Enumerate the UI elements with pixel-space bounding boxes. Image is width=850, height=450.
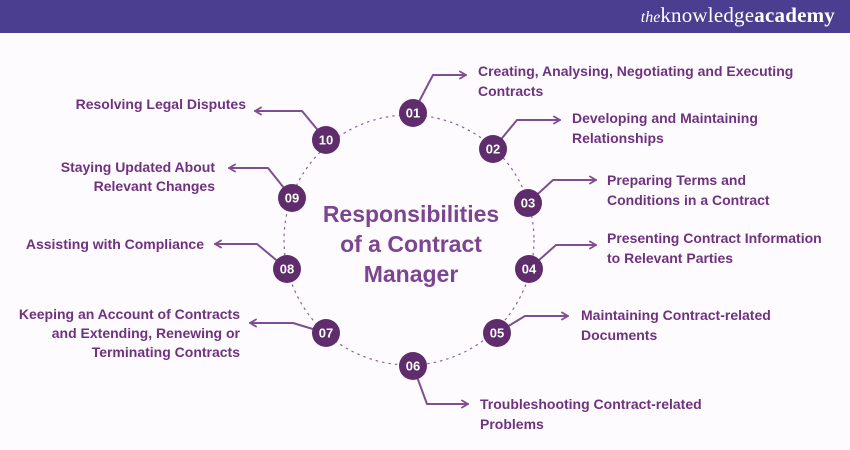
item-label-08: Assisting with Compliance	[26, 234, 204, 254]
node-circle-07	[312, 319, 340, 347]
logo-knowledge: knowledge	[660, 3, 755, 27]
node-circle-06	[399, 352, 427, 380]
node-number-03: 03	[521, 196, 535, 211]
title-line: of a Contract	[340, 231, 482, 257]
node-circle-02	[479, 135, 507, 163]
logo-academy: academy	[754, 3, 835, 27]
node-circle-09	[278, 184, 306, 212]
item-label-05: Maintaining Contract-related Documents	[581, 305, 771, 345]
node-circle-05	[483, 319, 511, 347]
item-label-line: Documents	[581, 327, 658, 343]
node-number-05: 05	[490, 326, 504, 341]
diagram-title: Responsibilities of a Contract Manager	[271, 199, 551, 289]
node-circle-08	[273, 255, 301, 283]
item-label-line: Troubleshooting Contract-related	[480, 396, 702, 412]
node-number-09: 09	[285, 191, 299, 206]
node-number-08: 08	[280, 262, 294, 277]
item-label-line: Relationships	[572, 130, 664, 146]
title-line: Responsibilities	[322, 201, 500, 227]
knowledge-academy-logo: theknowledgeacademy	[641, 0, 835, 34]
item-label-line: Creating, Analysing, Negotiating and Exe…	[478, 63, 794, 79]
item-label-line: Presenting Contract Information	[607, 230, 822, 246]
item-label-06: Troubleshooting Contract-related Problem…	[480, 394, 702, 434]
item-label-line: Staying Updated About	[60, 159, 215, 175]
item-label-line: to Relevant Parties	[607, 250, 734, 266]
connector-arrow-01	[412, 70, 467, 114]
node-number-04: 04	[522, 262, 537, 277]
node-circle-10	[312, 126, 340, 154]
item-label-line: Keeping an Account of Contracts	[18, 306, 240, 322]
item-label-07: Keeping an Account of Contracts and Exte…	[19, 305, 240, 362]
node-circle-03	[514, 189, 542, 217]
item-label-09: Staying Updated About Relevant Changes	[61, 158, 215, 196]
item-label-line: and Extending, Renewing or	[51, 325, 240, 341]
title-line: Manager	[363, 261, 459, 287]
brand-banner: theknowledgeacademy	[0, 0, 850, 33]
logo-the: the	[640, 9, 661, 26]
item-label-line: Preparing Terms and	[607, 172, 747, 188]
item-label-line: Maintaining Contract-related	[581, 307, 771, 323]
item-label-line: Terminating Contracts	[91, 344, 240, 360]
item-label-line: Conditions in a Contract	[607, 192, 770, 208]
item-label-01: Creating, Analysing, Negotiating and Exe…	[478, 61, 793, 101]
item-label-line: Resolving Legal Disputes	[75, 96, 246, 112]
node-circle-01	[399, 99, 427, 127]
item-label-line: Problems	[480, 416, 544, 432]
item-label-03: Preparing Terms and Conditions in a Cont…	[607, 170, 770, 210]
item-label-line: Developing and Maintaining	[572, 110, 758, 126]
item-label-10: Resolving Legal Disputes	[76, 94, 246, 114]
item-label-line: Assisting with Compliance	[25, 236, 204, 252]
node-number-01: 01	[406, 106, 420, 121]
node-number-07: 07	[319, 326, 333, 341]
node-circle-04	[515, 255, 543, 283]
item-label-04: Presenting Contract Information to Relev…	[607, 228, 822, 268]
item-label-line: Contracts	[478, 83, 544, 99]
node-number-06: 06	[406, 359, 420, 374]
node-number-02: 02	[486, 142, 500, 157]
item-label-02: Developing and Maintaining Relationships	[572, 108, 758, 148]
node-number-10: 10	[319, 133, 333, 148]
item-label-line: Relevant Changes	[93, 178, 215, 194]
